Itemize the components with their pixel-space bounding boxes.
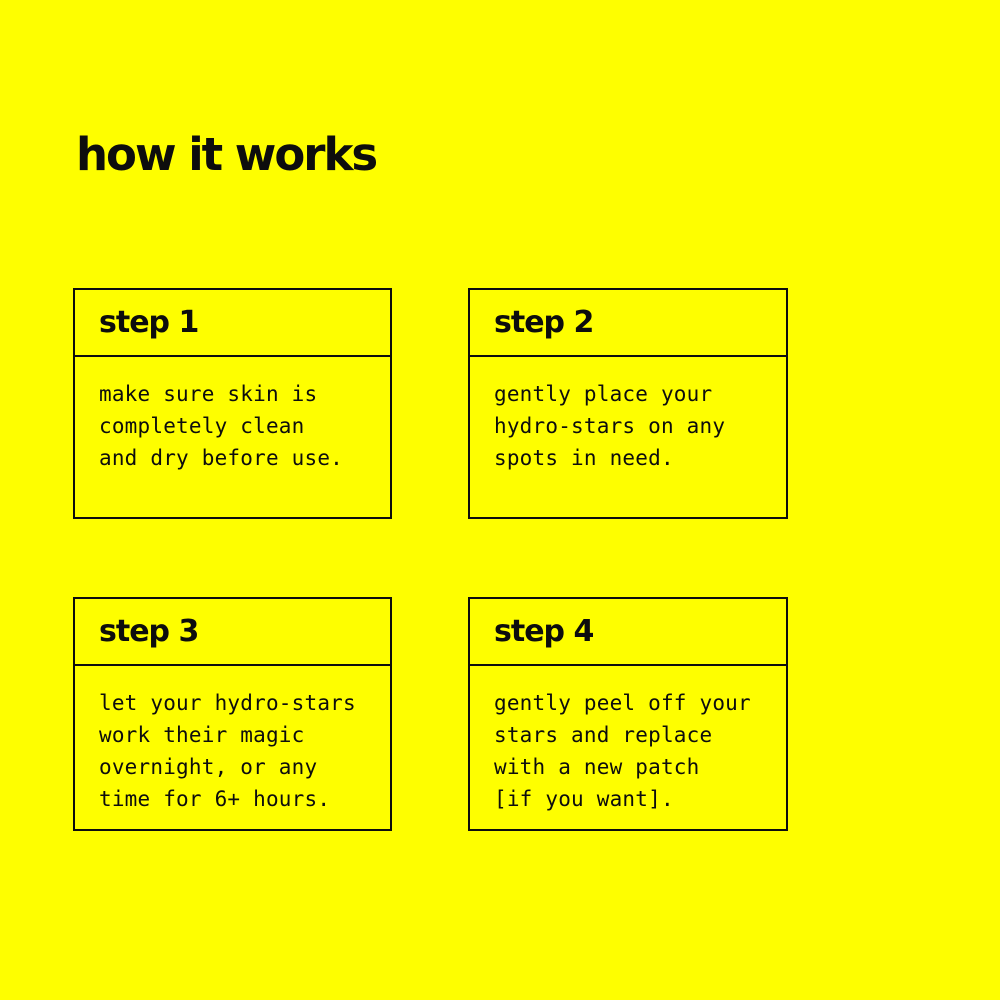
- step-card-2-header: step 2: [470, 290, 786, 357]
- step-4-label: step 4: [494, 613, 594, 649]
- step-2-body: gently place your hydro-stars on any spo…: [494, 382, 726, 470]
- step-1-body: make sure skin is completely clean and d…: [99, 382, 344, 470]
- step-1-label: step 1: [99, 304, 199, 340]
- step-4-body: gently peel off your stars and replace w…: [494, 691, 751, 811]
- step-card-1: step 1 make sure skin is completely clea…: [73, 288, 392, 519]
- step-card-2: step 2 gently place your hydro-stars on …: [468, 288, 788, 519]
- step-card-4: step 4 gently peel off your stars and re…: [468, 597, 788, 831]
- page-title: how it works: [76, 128, 378, 182]
- step-card-4-header: step 4: [470, 599, 786, 666]
- step-2-label: step 2: [494, 304, 594, 340]
- step-3-body: let your hydro-stars work their magic ov…: [99, 691, 356, 811]
- step-card-3: step 3 let your hydro-stars work their m…: [73, 597, 392, 831]
- step-card-3-header: step 3: [75, 599, 390, 666]
- step-card-1-header: step 1: [75, 290, 390, 357]
- step-3-label: step 3: [99, 613, 199, 649]
